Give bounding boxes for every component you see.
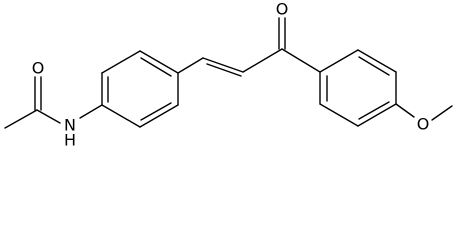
bond-amide-c-n bbox=[36, 109, 61, 124]
bond-n-ring bbox=[79, 104, 103, 119]
amide-hydrogen-label: H bbox=[64, 131, 76, 148]
bond-methyl-carbonyl bbox=[4, 109, 38, 129]
bond-ring-ether-o bbox=[395, 103, 415, 118]
bond-ring-vinyl bbox=[177, 57, 204, 74]
chemical-structure: O N H O O bbox=[4, 0, 453, 148]
bond-ether-o-methyl bbox=[431, 105, 453, 121]
bond-vinyl-double-1 bbox=[202, 57, 244, 73]
left-benzene-ring bbox=[101, 50, 179, 128]
right-benzene-ring bbox=[319, 49, 397, 127]
ether-oxygen-label: O bbox=[417, 115, 430, 134]
bond-vinyl-double-2 bbox=[206, 63, 242, 77]
amide-oxygen-label: O bbox=[32, 59, 45, 78]
bond-vinyl-ketone bbox=[242, 48, 283, 73]
bond-ketone-ring bbox=[281, 48, 321, 73]
carbonyl-oxygen-label: O bbox=[276, 0, 289, 19]
amide-nitrogen-label: N bbox=[64, 116, 76, 135]
